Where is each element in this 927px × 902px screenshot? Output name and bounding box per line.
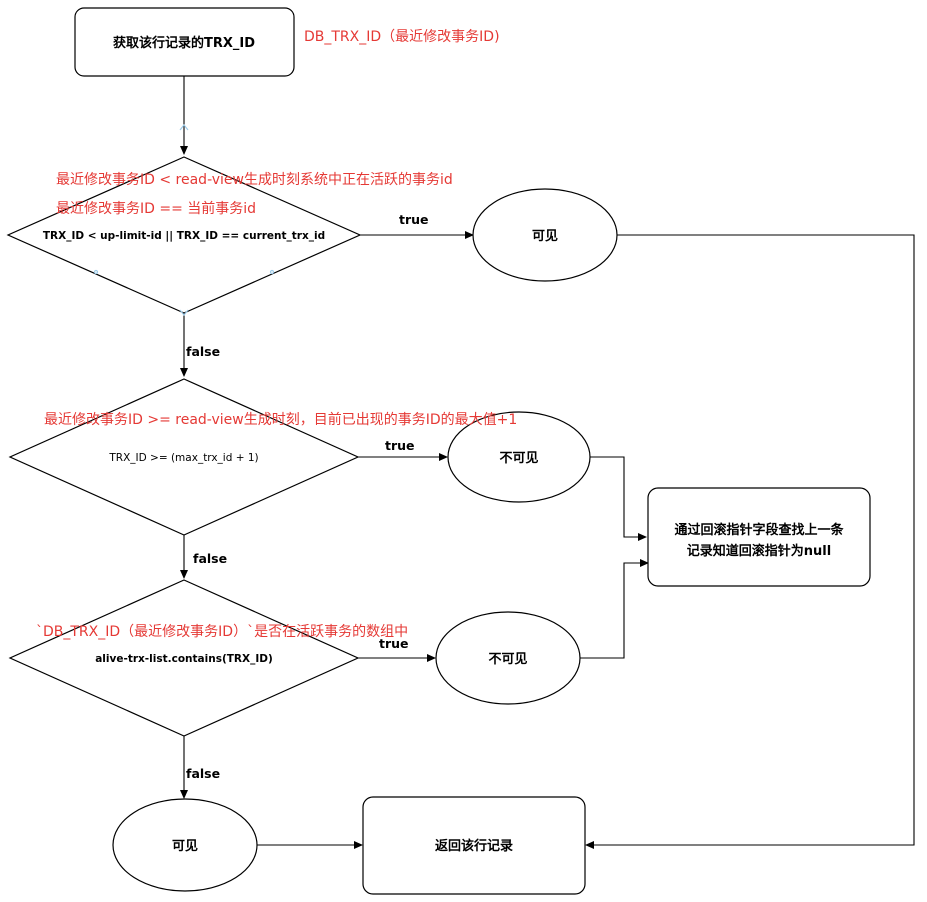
decision-cond1-label: TRX_ID < up-limit-id || TRX_ID == curren… — [43, 230, 325, 242]
start-node — [74, 7, 295, 77]
decision-cond3 — [8, 579, 360, 737]
invisible-node-1 — [447, 411, 591, 503]
edge-invisible1-to-rollback — [590, 456, 647, 541]
annotation-cond2: 最近修改事务ID >= read-view生成时刻，目前已出现的事务ID的最大值… — [44, 411, 517, 428]
invisible-node-2 — [435, 611, 581, 705]
annotation-db-trx-id: DB_TRX_ID（最近修改事务ID) — [304, 29, 500, 45]
selection-handle-right — [269, 269, 275, 275]
invisible-node-2-label: 不可见 — [488, 652, 527, 667]
edge-label-true-3: true — [379, 636, 409, 651]
selection-handle-left — [93, 269, 99, 275]
annotation-cond1-line2: 最近修改事务ID == 当前事务id — [56, 200, 256, 217]
visible-node-2-label: 可见 — [172, 839, 198, 854]
annotation-cond1-line1: 最近修改事务ID < read-view生成时刻系统中正在活跃的事务id — [56, 172, 453, 188]
rollback-node-label-line1: 通过回滚指针字段查找上一条 — [674, 522, 844, 538]
edge-label-false-2: false — [193, 551, 227, 566]
visible-node-1-label: 可见 — [532, 229, 558, 244]
rollback-node-label-line2: 记录知道回滚指针为null — [687, 543, 831, 559]
edge-visible1-to-return — [585, 234, 915, 849]
edge-label-false-1: false — [186, 344, 220, 359]
invisible-node-1-label: 不可见 — [499, 451, 538, 466]
decision-cond3-label: alive-trx-list.contains(TRX_ID) — [95, 653, 273, 665]
return-node-label: 返回该行记录 — [435, 838, 513, 854]
edge-invisible2-to-rollback — [580, 559, 649, 659]
annotation-cond3: `DB_TRX_ID（最近修改事务ID）`是否在活跃事务的数组中 — [36, 624, 408, 640]
selection-handle-bottom — [179, 309, 189, 316]
start-node-label: 获取该行记录的TRX_ID — [113, 35, 255, 51]
edge-label-true-1: true — [399, 212, 429, 227]
visible-node-2 — [112, 798, 258, 892]
decision-cond2 — [8, 378, 360, 536]
rollback-node — [647, 487, 871, 587]
return-node — [362, 796, 586, 895]
visible-node-1 — [472, 188, 618, 282]
edge-label-false-3: false — [186, 766, 220, 781]
edge-label-true-2: true — [385, 438, 415, 453]
selection-handle-top — [179, 124, 189, 131]
decision-cond2-label: TRX_ID >= (max_trx_id + 1) — [108, 452, 258, 464]
